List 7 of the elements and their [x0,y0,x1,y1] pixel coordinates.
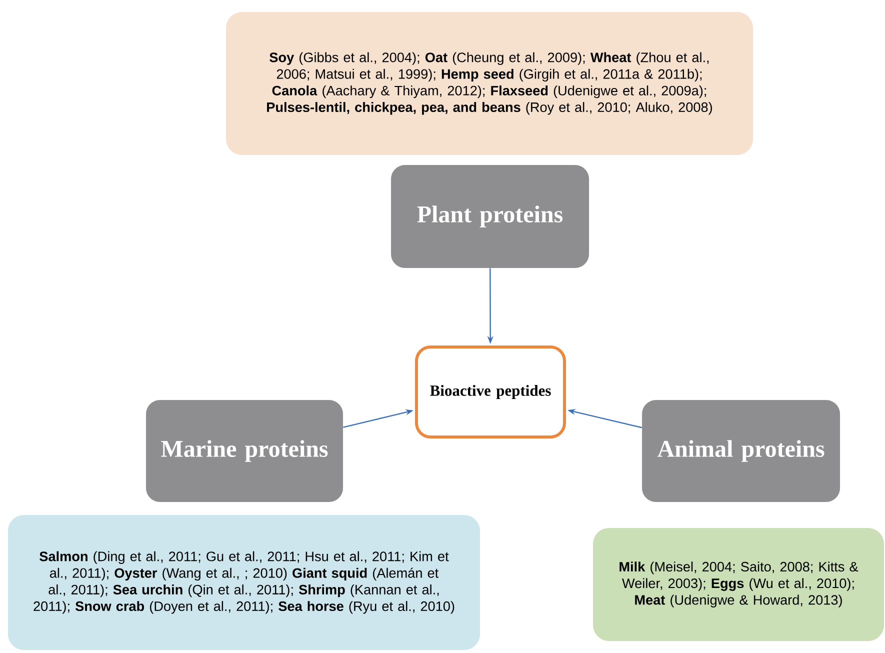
reference-box: Salmon (Ding et al., 2011; Gu et al., 2011; Hsu et al., 2011; Kim et al., 2011); Oyster (Wang et al., ; 2010) Giant squid (Alemán et al., 2011); Sea urchin (Qin et al., 2011); Shrimp (Kannan et al., 2011); Snow crab (Doyen et al., 2011); Sea horse (Ryu et al., 2010) [8,515,480,650]
source-box: Plant proteins [391,165,589,268]
reference-box: Soy (Gibbs et al., 2004); Oat (Cheung et al., 2009); Wheat (Zhou et al., 2006; Matsui et al., 1999); Hemp seed (Girgih et al., 2011a & 2011b); Canola (Aachary & Thiyam, 2012); Flaxseed (Udenigwe et al., 2009a); Pulses-lentil, chickpea, pea, and beans (Roy et al., 2010; Aluko, 2008) [226,12,753,155]
reference-box: Milk (Meisel, 2004; Saito, 2008; Kitts & Weiler, 2003); Eggs (Wu et al., 2010); Meat (Udenigwe & Howard, 2013) [593,528,884,641]
source-box: Animal proteins [642,400,840,502]
peptide-box: Bioactive peptides [415,346,566,438]
source-box: Marine proteins [146,400,343,502]
